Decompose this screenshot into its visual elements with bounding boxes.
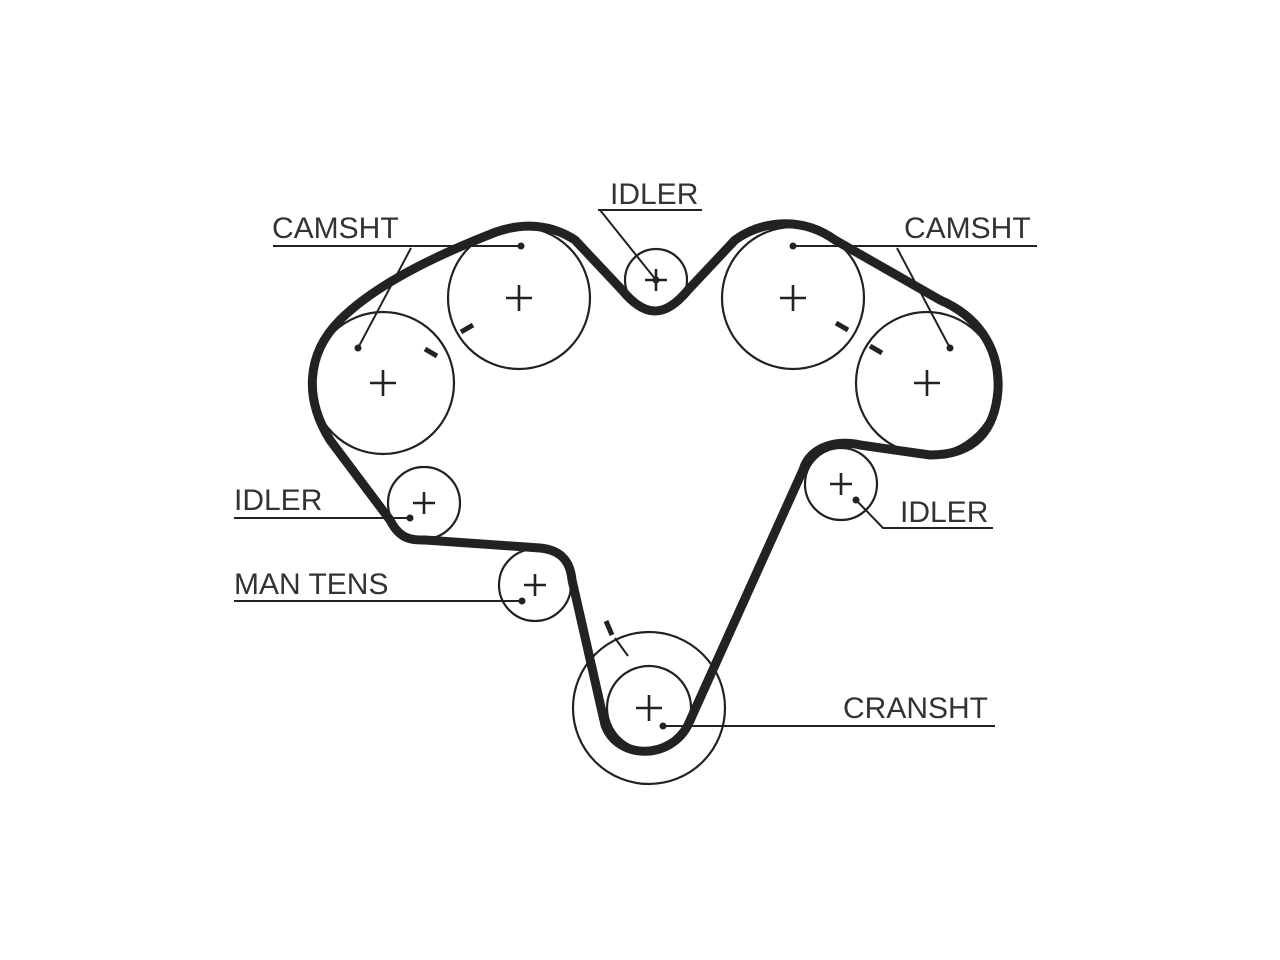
anchor-dot — [518, 597, 526, 605]
label-crankshaft: CRANSHT — [843, 692, 988, 725]
label-manual-tensioner: MAN TENS — [234, 568, 388, 601]
timing-mark — [603, 620, 615, 636]
timing-marks — [423, 320, 884, 657]
anchor-dot — [852, 496, 860, 504]
pulley-centres — [370, 269, 940, 721]
anchor-dot — [354, 344, 362, 352]
timing-mark — [423, 346, 439, 359]
label-camshaft-right: CAMSHT — [904, 212, 1031, 245]
centre-cross — [506, 285, 532, 311]
leader-idler-top — [598, 209, 702, 281]
anchor-dot — [659, 722, 667, 730]
idler-pulley-right — [803, 446, 879, 522]
leader-camshaft-left — [273, 245, 521, 349]
timing-mark — [868, 343, 884, 356]
label-idler-top: IDLER — [610, 178, 698, 211]
centre-cross — [524, 574, 546, 596]
centre-cross — [370, 370, 396, 396]
label-idler-right: IDLER — [900, 496, 988, 529]
anchor-dots — [354, 242, 954, 730]
anchor-dot — [652, 276, 660, 284]
centre-cross — [830, 473, 852, 495]
anchor-dot — [406, 514, 414, 522]
anchor-dot — [946, 344, 954, 352]
label-camshaft-left: CAMSHT — [272, 212, 399, 245]
label-idler-left: IDLER — [234, 484, 322, 517]
crankshaft-pulley-outer — [571, 630, 727, 786]
timing-mark — [834, 320, 850, 333]
leader-idler-right — [855, 499, 993, 529]
anchor-dot — [517, 242, 525, 250]
timing-belt — [307, 219, 1003, 756]
timing-mark-arrow — [614, 637, 629, 657]
centre-cross — [780, 285, 806, 311]
leader-lines — [234, 209, 1037, 727]
labels: CAMSHT IDLER CAMSHT IDLER IDLER MAN TENS… — [234, 178, 1031, 725]
leader-camshaft-right — [793, 245, 1037, 349]
centre-cross — [914, 370, 940, 396]
timing-mark — [459, 322, 475, 335]
anchor-dot — [789, 242, 797, 250]
centre-cross — [413, 492, 435, 514]
centre-cross — [636, 695, 662, 721]
